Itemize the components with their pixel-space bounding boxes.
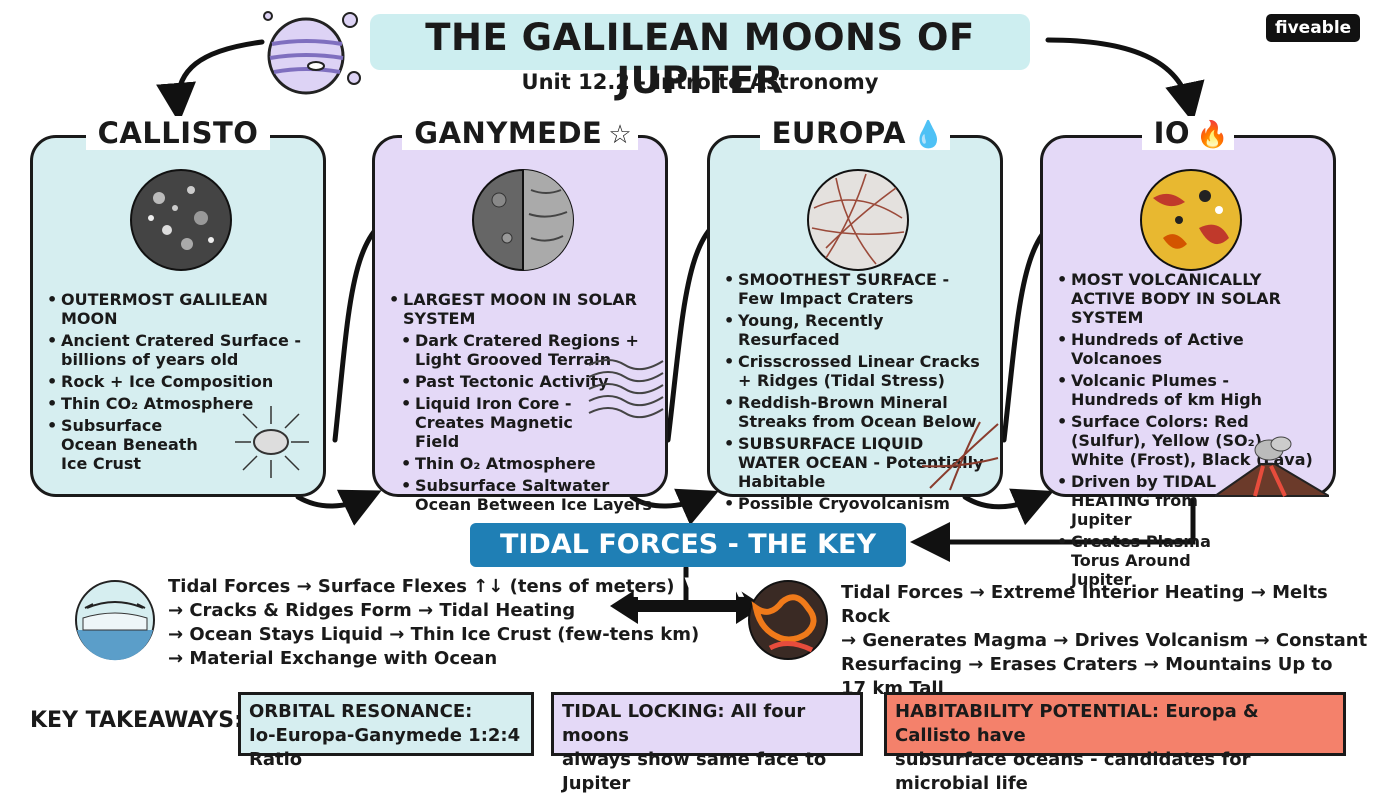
- fact-item: Volcanic Plumes - Hundreds of km High: [1057, 371, 1321, 409]
- moon-title: EUROPA💧: [710, 116, 1000, 150]
- moon-card-io: IO🔥 MOST VOLCANICALLY ACTIVE BODY IN SOL…: [1040, 116, 1336, 589]
- moon-title: CALLISTO: [33, 116, 323, 150]
- tidal-europa-effects: Tidal Forces → Surface Flexes ↑↓ (tens o…: [168, 575, 699, 671]
- key-takeaways-label: KEY TAKEAWAYS:: [30, 708, 243, 733]
- star-icon: ☆: [608, 120, 638, 150]
- tidal-line: Resurfacing → Erases Craters → Mountains…: [841, 654, 1333, 675]
- grooved-terrain-sketch-icon: [588, 359, 664, 419]
- ice-cracks-sketch-icon: [921, 421, 999, 491]
- fact-item: Subsurface Saltwater Ocean Between Ice L…: [401, 476, 653, 514]
- fact-item: OUTERMOST GALILEAN MOON: [47, 290, 311, 328]
- fact-item: Thin CO₂ Atmosphere: [47, 394, 311, 413]
- fact-item: SMOOTHEST SURFACE - Few Impact Craters: [724, 270, 988, 308]
- callisto-icon: [130, 169, 232, 271]
- takeaway-line: always show same face to Jupiter: [562, 749, 827, 794]
- page-title: THE GALILEAN MOONS OF JUPITER: [425, 16, 975, 102]
- moon-facts: SMOOTHEST SURFACE - Few Impact Craters Y…: [724, 270, 988, 516]
- moon-name: GANYMEDE: [402, 116, 615, 150]
- ganymede-icon: [472, 169, 574, 271]
- moon-name: IO: [1141, 116, 1203, 150]
- tidal-forces-banner: TIDAL FORCES - THE KEY DRIVER: [470, 523, 906, 604]
- fact-item: Driven by TIDAL HEATING from Jupiter: [1057, 472, 1261, 529]
- page-subtitle: Unit 12.2 - Intro to Astronomy: [521, 70, 879, 94]
- takeaway-tidal-locking: TIDAL LOCKING: All four moons always sho…: [551, 692, 863, 794]
- takeaway-line: ORBITAL RESONANCE:: [249, 701, 473, 722]
- tidal-line: → Generates Magma → Drives Volcanism → C…: [841, 630, 1368, 651]
- fact-item: LARGEST MOON IN SOLAR SYSTEM: [389, 290, 653, 328]
- fact-item: Thin O₂ Atmosphere: [401, 454, 653, 473]
- io-icon: [1140, 169, 1242, 271]
- tidal-line: → Ocean Stays Liquid → Thin Ice Crust (f…: [168, 624, 700, 645]
- moon-facts: LARGEST MOON IN SOLAR SYSTEM Dark Crater…: [389, 290, 653, 517]
- magma-icon: [748, 580, 828, 660]
- takeaway-line: subsurface oceans - candidates for micro…: [895, 749, 1251, 794]
- fact-item: Dark Cratered Regions + Light Grooved Te…: [401, 331, 653, 369]
- water-drop-icon: 💧: [912, 120, 951, 150]
- takeaway-line: TIDAL LOCKING: All four moons: [562, 701, 806, 746]
- moon-card-europa: EUROPA💧 SMOOTHEST SURFACE - Few Impact C…: [707, 116, 1003, 513]
- fact-item: Possible Cryovolcanism: [724, 494, 988, 513]
- moon-name: EUROPA: [759, 116, 918, 150]
- fact-item: SUBSURFACE LIQUID WATER OCEAN - Potentia…: [724, 434, 988, 491]
- jupiter-icon: [263, 11, 361, 95]
- ice-flexing-icon: [75, 580, 155, 661]
- moon-title: IO🔥: [1043, 116, 1333, 150]
- fact-item: Past Tectonic Activity: [401, 372, 653, 391]
- fact-item: Ancient Cratered Surface - billions of y…: [47, 331, 311, 369]
- takeaway-line: Io-Europa-Ganymede 1:2:4 Ratio: [249, 725, 521, 770]
- moon-name: CALLISTO: [85, 116, 271, 150]
- moon-title: GANYMEDE☆: [375, 116, 665, 150]
- europa-icon: [807, 169, 909, 271]
- fact-item: Creates Plasma Torus Around Jupiter: [1057, 532, 1231, 589]
- flame-icon: 🔥: [1196, 120, 1235, 150]
- fact-item: Crisscrossed Linear Cracks + Ridges (Tid…: [724, 352, 988, 390]
- tidal-line: → Cracks & Ridges Form → Tidal Heating: [168, 600, 576, 621]
- takeaway-line: HABITABILITY POTENTIAL: Europa & Callist…: [895, 701, 1259, 746]
- moon-card-callisto: CALLISTO OUTERMOST GALILEAN MOON Ancient…: [30, 116, 326, 497]
- moon-facts: MOST VOLCANICALLY ACTIVE BODY IN SOLAR S…: [1057, 270, 1321, 592]
- brand-logo: fiveable: [1266, 14, 1361, 42]
- fact-item: Young, Recently Resurfaced: [724, 311, 988, 349]
- title-highlight: [370, 14, 1030, 70]
- fact-item: Hundreds of Active Volcanoes: [1057, 330, 1321, 368]
- tidal-line: Tidal Forces → Extreme Interior Heating …: [841, 582, 1328, 627]
- fact-item: MOST VOLCANICALLY ACTIVE BODY IN SOLAR S…: [1057, 270, 1321, 327]
- fact-item: Surface Colors: Red (Sulfur), Yellow (SO…: [1057, 412, 1321, 469]
- takeaway-habitability: HABITABILITY POTENTIAL: Europa & Callist…: [884, 692, 1346, 794]
- volcano-sketch-icon: [1215, 436, 1329, 497]
- tidal-io-effects: Tidal Forces → Extreme Interior Heating …: [841, 581, 1376, 701]
- tidal-line: Tidal Forces → Surface Flexes ↑↓ (tens o…: [168, 576, 675, 597]
- moon-facts: OUTERMOST GALILEAN MOON Ancient Cratered…: [47, 290, 311, 476]
- crater-sketch-icon: [235, 406, 309, 478]
- fact-item: Liquid Iron Core - Creates Magnetic Fiel…: [401, 394, 605, 451]
- takeaway-orbital-resonance: ORBITAL RESONANCE: Io-Europa-Ganymede 1:…: [238, 692, 534, 770]
- fact-item: Reddish-Brown Mineral Streaks from Ocean…: [724, 393, 988, 431]
- fact-item: Subsurface Ocean Beneath Ice Crust: [47, 416, 221, 473]
- tidal-line: → Material Exchange with Ocean: [168, 648, 498, 669]
- moon-card-ganymede: GANYMEDE☆ LARGEST MOON IN SOLAR SYSTEM D…: [372, 116, 668, 514]
- fact-item: Rock + Ice Composition: [47, 372, 311, 391]
